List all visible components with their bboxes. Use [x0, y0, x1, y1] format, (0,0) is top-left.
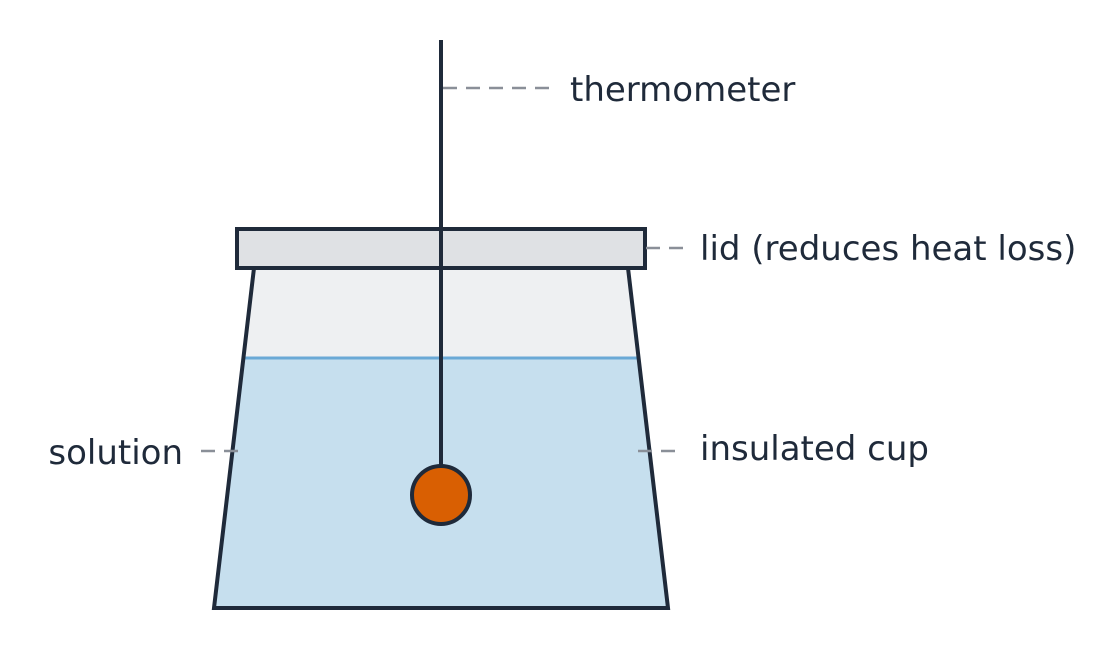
- insulated-cup-outline: [211, 267, 671, 610]
- solution-label: solution: [48, 433, 183, 473]
- thermometer-label: thermometer: [570, 70, 795, 110]
- lid-label: lid (reduces heat loss): [700, 229, 1076, 269]
- thermometer-bulb: [410, 464, 472, 526]
- insulated-cup-label: insulated cup: [700, 429, 929, 469]
